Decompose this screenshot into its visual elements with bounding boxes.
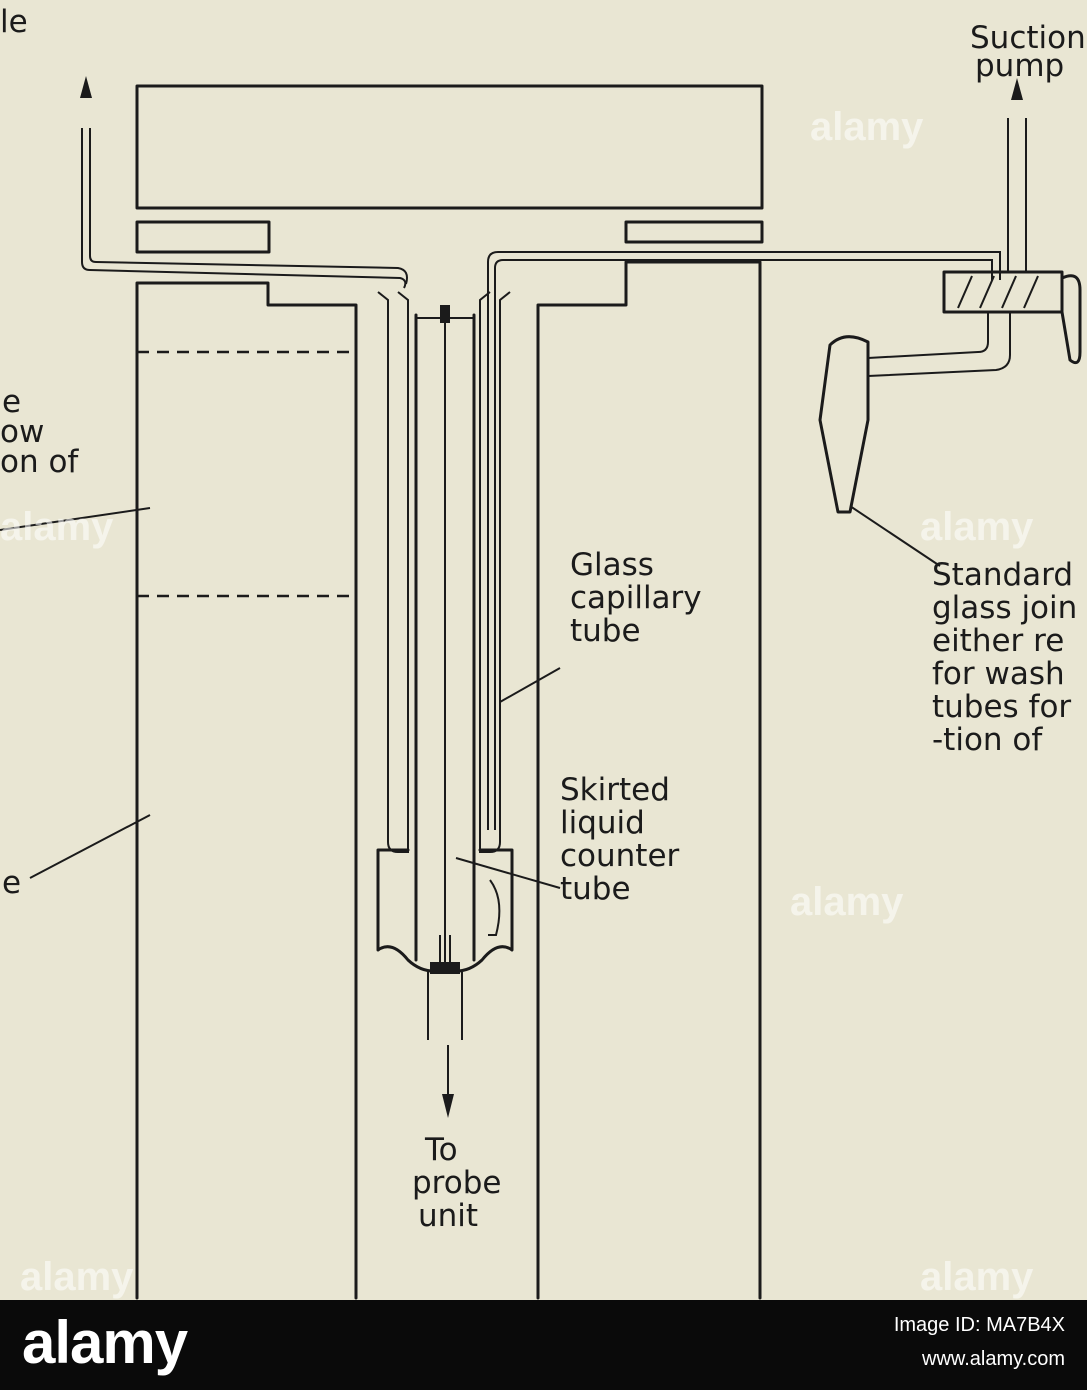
leader-joint (849, 505, 941, 567)
label-glass-2: capillary (570, 580, 702, 616)
label-glass-1: Glass (570, 547, 654, 583)
arrow-up-right (1011, 78, 1023, 100)
stock-footer-bar: alamy Image ID: MA7B4X www.alamy.com (0, 1300, 1087, 1390)
label-joint-3: either re (932, 623, 1064, 659)
gasket-right (624, 220, 764, 244)
label-skirted-2: liquid (560, 805, 645, 841)
label-skirted-1: Skirted (560, 772, 670, 808)
label-suction-line2: pump (975, 48, 1064, 84)
label-joint-2: glass join (932, 590, 1077, 626)
gasket-left (135, 220, 271, 254)
label-glass-3: tube (570, 613, 641, 649)
label-probe-2: probe (412, 1165, 501, 1201)
label-skirted-3: counter (560, 838, 680, 874)
left-shield-block (135, 281, 358, 1300)
counter-inner-tube (414, 313, 476, 962)
label-joint-1: Standard (932, 557, 1073, 593)
watermark: alamy (0, 505, 114, 549)
label-probe-1: To (424, 1132, 458, 1168)
apparatus-diagram: le Suction pump e ow on of e Glass capil… (0, 4, 1086, 1300)
label-joint-4: for wash (932, 656, 1065, 692)
label-probe-3: unit (418, 1198, 478, 1234)
arrow-down-probe (442, 1094, 454, 1118)
capillary-line (487, 251, 1001, 830)
leader-left-mid (0, 507, 151, 531)
label-joint-5: tubes for (932, 689, 1071, 725)
suction-tube (1007, 118, 1027, 272)
stopcock-body (942, 270, 1064, 314)
label-suction-line1: Suction (970, 20, 1086, 56)
watermark: alamy (920, 1255, 1034, 1299)
label-top-left: le (0, 4, 28, 40)
site-url-text: www.alamy.com (922, 1348, 1065, 1370)
leader-counter (455, 857, 561, 889)
stopcock-handle (1060, 274, 1082, 365)
right-shield-block (536, 260, 762, 1300)
alamy-logo: alamy (22, 1309, 188, 1376)
label-left-low: e (2, 865, 21, 901)
label-left-mid-3: on of (0, 444, 79, 480)
image-id-text: Image ID: MA7B4X (893, 1314, 1065, 1336)
label-skirted-4: tube (560, 871, 631, 907)
watermark: alamy (20, 1255, 134, 1299)
watermark: alamy (920, 505, 1034, 549)
standard-glass-joint (818, 335, 870, 514)
watermark: alamy (810, 105, 924, 149)
counter-base-pins (427, 935, 463, 1040)
label-joint-6: -tion of (932, 722, 1043, 758)
label-left-mid-2: ow (0, 414, 44, 450)
label-left-mid-1: e (2, 384, 21, 420)
arrow-up-left (80, 76, 92, 98)
joint-feed-tube (867, 312, 1011, 377)
watermark: alamy (790, 880, 904, 924)
leader-left-low (29, 814, 151, 879)
top-cap (135, 84, 764, 210)
leader-capillary (499, 667, 561, 703)
counter-outer-wall (377, 291, 409, 853)
